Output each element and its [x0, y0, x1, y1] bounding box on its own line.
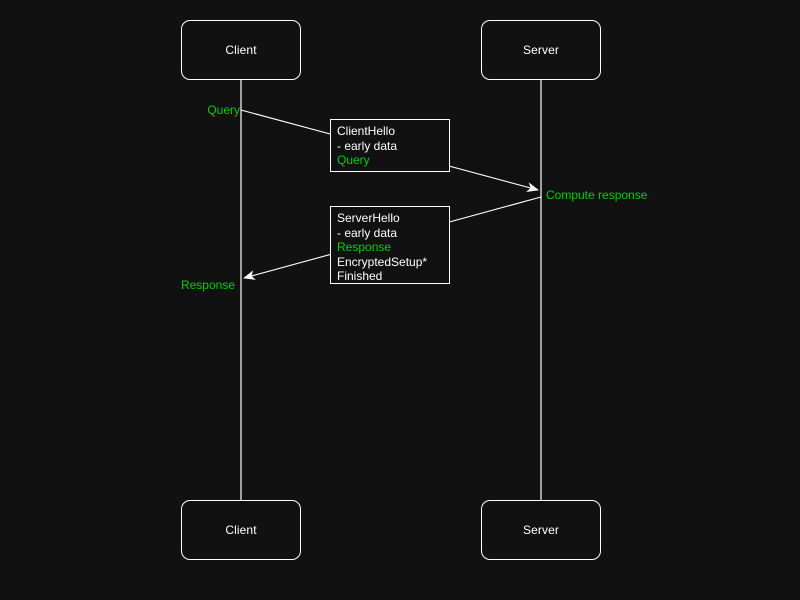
actor-label-client-top: Client [225, 43, 257, 57]
message-line-server-hello-response: Response [337, 240, 392, 255]
message-line-server-hello-early-data: - early data [337, 225, 398, 240]
message-line-client-hello-title: ClientHello [337, 124, 396, 138]
note-compute-response: Compute response [546, 188, 648, 202]
actor-box-server-top[interactable]: Server [481, 20, 601, 80]
message-line-client-hello-query: Query [337, 153, 370, 168]
message-line-server-hello-finished: Finished [337, 269, 383, 284]
actor-box-client-top[interactable]: Client [181, 20, 301, 80]
note-response: Response [180, 278, 235, 292]
message-box-client-hello[interactable]: ClientHello - early data Query [330, 119, 450, 172]
message-box-server-hello[interactable]: ServerHello - early data Response Encryp… [330, 206, 450, 284]
actor-label-server-top: Server [523, 43, 559, 57]
message-line-client-hello-early-data: - early data [337, 138, 398, 153]
actor-label-client-bottom: Client [225, 523, 257, 537]
actor-box-client-bottom[interactable]: Client [181, 500, 301, 560]
note-query: Query [207, 103, 240, 117]
actor-box-server-bottom[interactable]: Server [481, 500, 601, 560]
message-line-server-hello-encrypted-setup: EncryptedSetup* [337, 254, 428, 269]
message-line-server-hello-title: ServerHello [337, 211, 400, 225]
actor-label-server-bottom: Server [523, 523, 559, 537]
